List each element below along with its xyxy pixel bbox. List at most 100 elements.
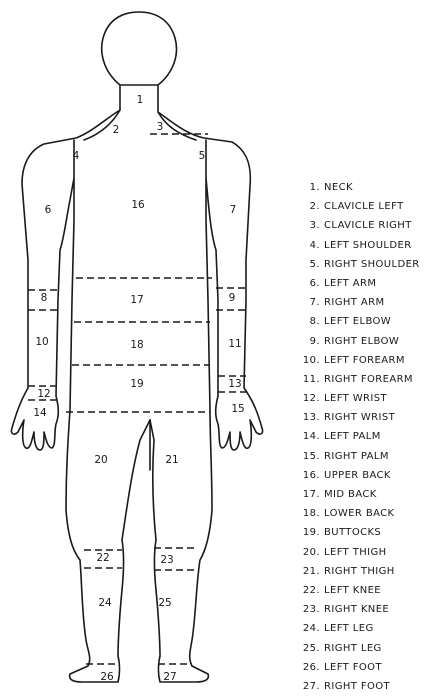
legend-number: 16. xyxy=(300,466,320,485)
region-number-22: 22 xyxy=(96,552,109,564)
region-number-27: 27 xyxy=(163,671,176,683)
legend-item: 4.LEFT SHOULDER xyxy=(300,236,420,255)
legend-number: 23. xyxy=(300,600,320,619)
legend-item: 7. RIGHT ARM xyxy=(300,293,420,312)
legend-item: 17. MID BACK xyxy=(300,485,420,504)
legend-label: LEFT ELBOW xyxy=(324,316,391,327)
legend-number: 18. xyxy=(300,504,320,523)
legend-number: 19. xyxy=(300,523,320,542)
legend-label: UPPER BACK xyxy=(324,470,391,481)
legend-item: 19. BUTTOCKS xyxy=(300,523,420,542)
region-number-4: 4 xyxy=(73,150,80,162)
region-number-8: 8 xyxy=(41,292,48,304)
legend-label: LEFT FOOT xyxy=(324,662,382,673)
region-number-1: 1 xyxy=(137,94,144,106)
region-number-6: 6 xyxy=(45,204,52,216)
legend-item: 15. RIGHT PALM xyxy=(300,447,420,466)
legend-item: 6. LEFT ARM xyxy=(300,274,420,293)
region-number-24: 24 xyxy=(98,597,112,609)
legend-item: 21. RIGHT THIGH xyxy=(300,562,420,581)
region-number-25: 25 xyxy=(158,597,171,609)
legend-item: 24. LEFT LEG xyxy=(300,619,420,638)
region-number-15: 15 xyxy=(231,403,244,415)
legend-label: RIGHT THIGH xyxy=(324,566,395,577)
legend-number: 13. xyxy=(300,408,320,427)
legend-item: 10. LEFT FOREARM xyxy=(300,351,420,370)
legend-label: RIGHT FOOT xyxy=(324,681,390,692)
legend-item: 26. LEFT FOOT xyxy=(300,658,420,677)
region-number-26: 26 xyxy=(100,671,114,683)
legend-label: CLAVICLE LEFT xyxy=(324,201,404,212)
legend-label: RIGHT ELBOW xyxy=(324,336,399,347)
head-outline xyxy=(102,12,177,85)
legend-label: LEFT PALM xyxy=(324,431,381,442)
legend-number: 14. xyxy=(300,427,320,446)
region-number-21: 21 xyxy=(165,454,178,466)
legend-label: BUTTOCKS xyxy=(324,527,381,538)
legend-label: RIGHT WRIST xyxy=(324,412,395,423)
legend-number: 25. xyxy=(300,639,320,658)
region-number-18: 18 xyxy=(130,339,143,351)
legend-item: 18. LOWER BACK xyxy=(300,504,420,523)
legend-number: 5. xyxy=(300,255,320,274)
legend-item: 20. LEFT THIGH xyxy=(300,543,420,562)
legend-label: MID BACK xyxy=(324,489,377,500)
left-body-outline xyxy=(11,86,150,682)
region-number-10: 10 xyxy=(35,336,48,348)
region-number-12: 12 xyxy=(37,388,50,400)
legend-number: 4. xyxy=(300,236,320,255)
legend-label: RIGHT SHOULDER xyxy=(324,259,420,270)
legend-label: LEFT LEG xyxy=(324,623,374,634)
legend-number: 6. xyxy=(300,274,320,293)
legend-number: 3. xyxy=(300,216,320,235)
region-number-14: 14 xyxy=(33,407,47,419)
region-number-11: 11 xyxy=(228,338,241,350)
region-number-16: 16 xyxy=(131,199,145,211)
legend-number: 26. xyxy=(300,658,320,677)
region-number-5: 5 xyxy=(199,150,206,162)
legend-number: 1. xyxy=(300,178,320,197)
legend-item: 27. RIGHT FOOT xyxy=(300,677,420,696)
legend-item: 25. RIGHT LEG xyxy=(300,639,420,658)
legend-label: RIGHT LEG xyxy=(324,643,382,654)
legend-number: 11. xyxy=(300,370,320,389)
legend-number: 9. xyxy=(300,332,320,351)
legend-number: 21. xyxy=(300,562,320,581)
legend-item: 2.CLAVICLE LEFT xyxy=(300,197,420,216)
legend-number: 17. xyxy=(300,485,320,504)
legend-number: 24. xyxy=(300,619,320,638)
legend-item: 13. RIGHT WRIST xyxy=(300,408,420,427)
legend-number: 7. xyxy=(300,293,320,312)
legend-item: 22.LEFT KNEE xyxy=(300,581,420,600)
region-number-20: 20 xyxy=(94,454,107,466)
legend-label: LEFT ARM xyxy=(324,278,376,289)
legend-number: 27. xyxy=(300,677,320,696)
legend-number: 15. xyxy=(300,447,320,466)
legend-number: 20. xyxy=(300,543,320,562)
region-number-2: 2 xyxy=(113,124,120,136)
legend-item: 5. RIGHT SHOULDER xyxy=(300,255,420,274)
legend-item: 8. LEFT ELBOW xyxy=(300,312,420,331)
legend-number: 10. xyxy=(300,351,320,370)
legend-label: RIGHT KNEE xyxy=(324,604,389,615)
legend-label: CLAVICLE RIGHT xyxy=(324,220,412,231)
region-number-23: 23 xyxy=(160,554,173,566)
legend-label: LEFT WRIST xyxy=(324,393,387,404)
legend-label: RIGHT ARM xyxy=(324,297,384,308)
legend-label: LEFT KNEE xyxy=(324,585,381,596)
legend-number: 8. xyxy=(300,312,320,331)
legend-label: LOWER BACK xyxy=(324,508,394,519)
legend-item: 3. CLAVICLE RIGHT xyxy=(300,216,420,235)
legend-item: 11. RIGHT FOREARM xyxy=(300,370,420,389)
legend-label: RIGHT PALM xyxy=(324,451,389,462)
legend-item: 12. LEFT WRIST xyxy=(300,389,420,408)
legend-number: 12. xyxy=(300,389,320,408)
region-number-17: 17 xyxy=(130,294,143,306)
region-number-19: 19 xyxy=(130,378,143,390)
legend-label: NECK xyxy=(324,182,353,193)
legend-label: LEFT THIGH xyxy=(324,547,387,558)
legend-label: LEFT FOREARM xyxy=(324,355,405,366)
legend-label: RIGHT FOREARM xyxy=(324,374,413,385)
